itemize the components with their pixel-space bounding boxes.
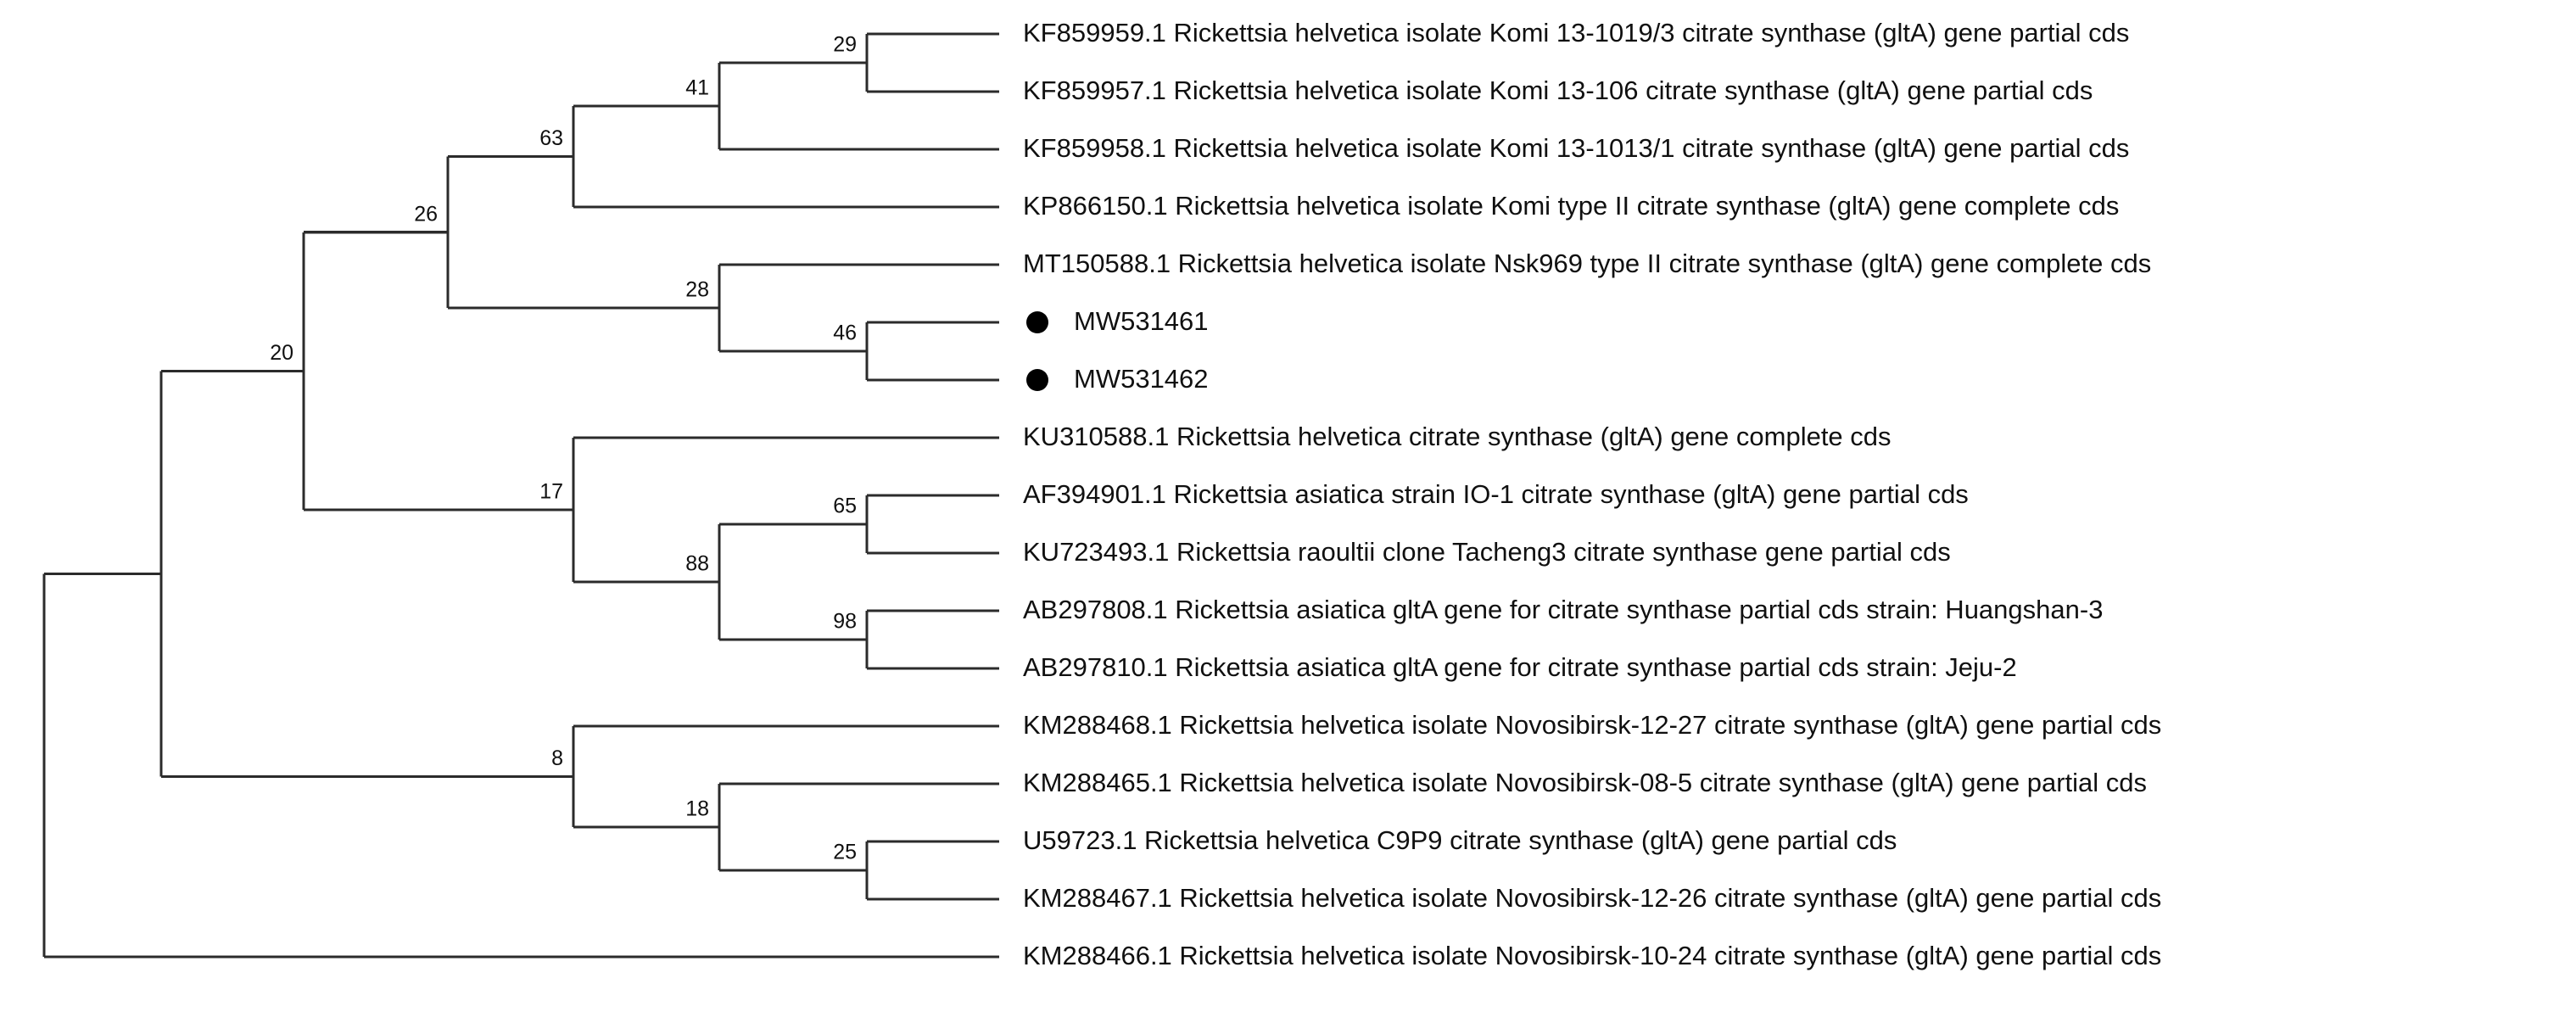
branch-lines xyxy=(42,32,999,959)
taxon-labels: KF859959.1 Rickettsia helvetica isolate … xyxy=(1023,18,2161,970)
study-sequence-marker-icon xyxy=(1026,311,1048,333)
taxon-label-KM288465.1: KM288465.1 Rickettsia helvetica isolate … xyxy=(1023,768,2147,797)
taxon-label-KU723493.1: KU723493.1 Rickettsia raoultii clone Tac… xyxy=(1023,537,1951,567)
bootstrap-value-65: 65 xyxy=(833,495,857,518)
bootstrap-value-63: 63 xyxy=(539,126,563,150)
taxon-label-AB297810.1: AB297810.1 Rickettsia asiatica gltA gene… xyxy=(1023,652,2017,682)
tip-markers xyxy=(1026,311,1048,391)
taxon-label-MT150588.1: MT150588.1 Rickettsia helvetica isolate … xyxy=(1023,249,2151,278)
bootstrap-value-26: 26 xyxy=(414,202,438,226)
taxon-label-KF859958.1: KF859958.1 Rickettsia helvetica isolate … xyxy=(1023,133,2129,163)
taxon-label-KP866150.1: KP866150.1 Rickettsia helvetica isolate … xyxy=(1023,191,2119,221)
taxon-label-KM288468.1: KM288468.1 Rickettsia helvetica isolate … xyxy=(1023,710,2161,740)
bootstrap-value-18: 18 xyxy=(685,797,709,821)
bootstrap-value-88: 88 xyxy=(685,552,709,576)
bootstrap-value-8: 8 xyxy=(551,746,563,770)
bootstrap-value-17: 17 xyxy=(539,480,563,504)
taxon-label-KU310588.1: KU310588.1 Rickettsia helvetica citrate … xyxy=(1023,422,1891,451)
study-sequence-marker-icon xyxy=(1026,369,1048,391)
bootstrap-value-25: 25 xyxy=(833,841,857,864)
taxon-label-KM288467.1: KM288467.1 Rickettsia helvetica isolate … xyxy=(1023,883,2161,913)
taxon-label-KF859959.1: KF859959.1 Rickettsia helvetica isolate … xyxy=(1023,18,2129,48)
bootstrap-value-98: 98 xyxy=(833,610,857,634)
taxon-label-MW531461: MW531461 xyxy=(1074,306,1209,336)
bootstrap-value-46: 46 xyxy=(833,321,857,345)
taxon-label-AB297808.1: AB297808.1 Rickettsia asiatica gltA gene… xyxy=(1023,595,2103,624)
taxon-label-MW531462: MW531462 xyxy=(1074,364,1209,394)
taxon-label-AF394901.1: AF394901.1 Rickettsia asiatica strain IO… xyxy=(1023,479,1969,509)
taxon-label-KM288466.1: KM288466.1 Rickettsia helvetica isolate … xyxy=(1023,941,2161,970)
bootstrap-value-20: 20 xyxy=(270,341,293,365)
bootstrap-value-41: 41 xyxy=(685,76,709,100)
bootstrap-values: 29 41 63 46 28 26 65 98 88 17 25 18 8 20 xyxy=(270,33,857,864)
taxon-label-KF859957.1: KF859957.1 Rickettsia helvetica isolate … xyxy=(1023,75,2093,105)
taxon-label-U59723.1: U59723.1 Rickettsia helvetica C9P9 citra… xyxy=(1023,825,1897,855)
bootstrap-value-28: 28 xyxy=(685,278,709,302)
bootstrap-value-29: 29 xyxy=(833,33,857,57)
